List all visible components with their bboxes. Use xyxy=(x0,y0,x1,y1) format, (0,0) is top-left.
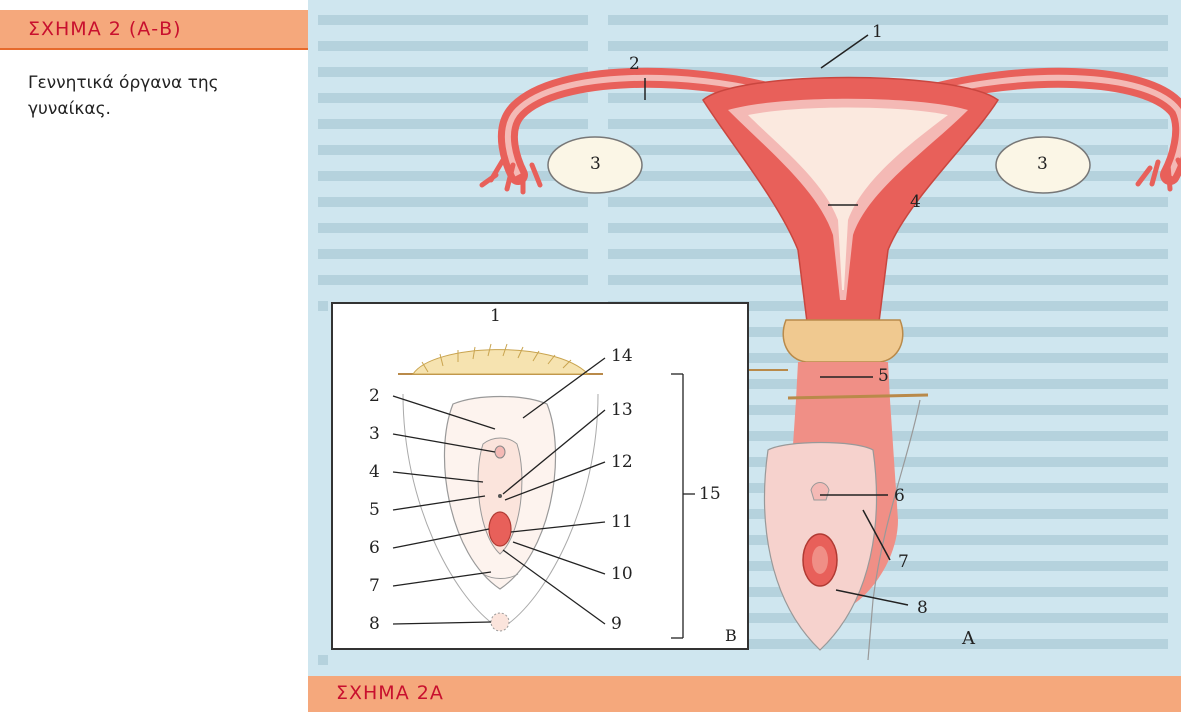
vaginal-opening xyxy=(489,512,511,546)
diagram-b-label-2: 2 xyxy=(369,386,380,406)
diagram-b-label-7: 7 xyxy=(369,576,380,596)
diagram-b-panel-letter: Β xyxy=(725,626,737,645)
mons-pubis xyxy=(413,350,588,374)
diagram-a-label-1: 1 xyxy=(872,22,883,42)
diagram-b-label-3: 3 xyxy=(369,424,380,444)
diagram-b-label-12: 12 xyxy=(611,452,633,472)
diagram-b-label-10: 10 xyxy=(611,564,633,584)
diagram-b-label-9: 9 xyxy=(611,614,622,634)
uterus xyxy=(703,78,998,331)
diagram-a-label-4: 4 xyxy=(910,192,921,212)
diagram-b xyxy=(333,304,747,648)
diagram-b-inset: 1 2 3 4 5 6 7 8 9 10 11 12 13 14 15 Β xyxy=(331,302,749,650)
left-panel: ΣΧΗΜΑ 2 (Α-Β) Γεννητικά όργανα της γυναί… xyxy=(0,0,308,712)
diagram-a-label-2: 2 xyxy=(629,54,640,74)
diagram-a-label-3-right: 3 xyxy=(1037,154,1048,174)
bottom-figure-header: ΣΧΗΜΑ 2Α xyxy=(336,682,444,704)
diagram-b-label-1: 1 xyxy=(490,306,501,326)
figure-header: ΣΧΗΜΑ 2 (Α-Β) xyxy=(0,10,308,50)
diagram-a-label-3-left: 3 xyxy=(590,154,601,174)
diagram-a-label-6: 6 xyxy=(894,486,905,506)
clitoris xyxy=(495,446,505,458)
diagram-b-label-8: 8 xyxy=(369,614,380,634)
diagram-b-label-5: 5 xyxy=(369,500,380,520)
anus xyxy=(491,613,509,631)
bottom-figure-band: ΣΧΗΜΑ 2Α xyxy=(308,676,1181,712)
diagram-a-label-7: 7 xyxy=(898,552,909,572)
diagram-b-label-15: 15 xyxy=(699,484,721,504)
urethral-opening xyxy=(498,494,502,498)
cervix xyxy=(783,320,903,362)
diagram-a-label-5: 5 xyxy=(878,366,889,386)
diagram-a-label-8: 8 xyxy=(917,598,928,618)
figure-caption: Γεννητικά όργανα της γυναίκας. xyxy=(28,70,288,122)
diagram-b-label-6: 6 xyxy=(369,538,380,558)
diagram-b-label-4: 4 xyxy=(369,462,380,482)
diagram-b-label-11: 11 xyxy=(611,512,633,532)
diagram-b-label-13: 13 xyxy=(611,400,633,420)
figure-header-text: ΣΧΗΜΑ 2 (Α-Β) xyxy=(28,18,182,40)
diagram-b-label-14: 14 xyxy=(611,346,633,366)
diagram-a-panel-letter: Α xyxy=(962,628,975,649)
